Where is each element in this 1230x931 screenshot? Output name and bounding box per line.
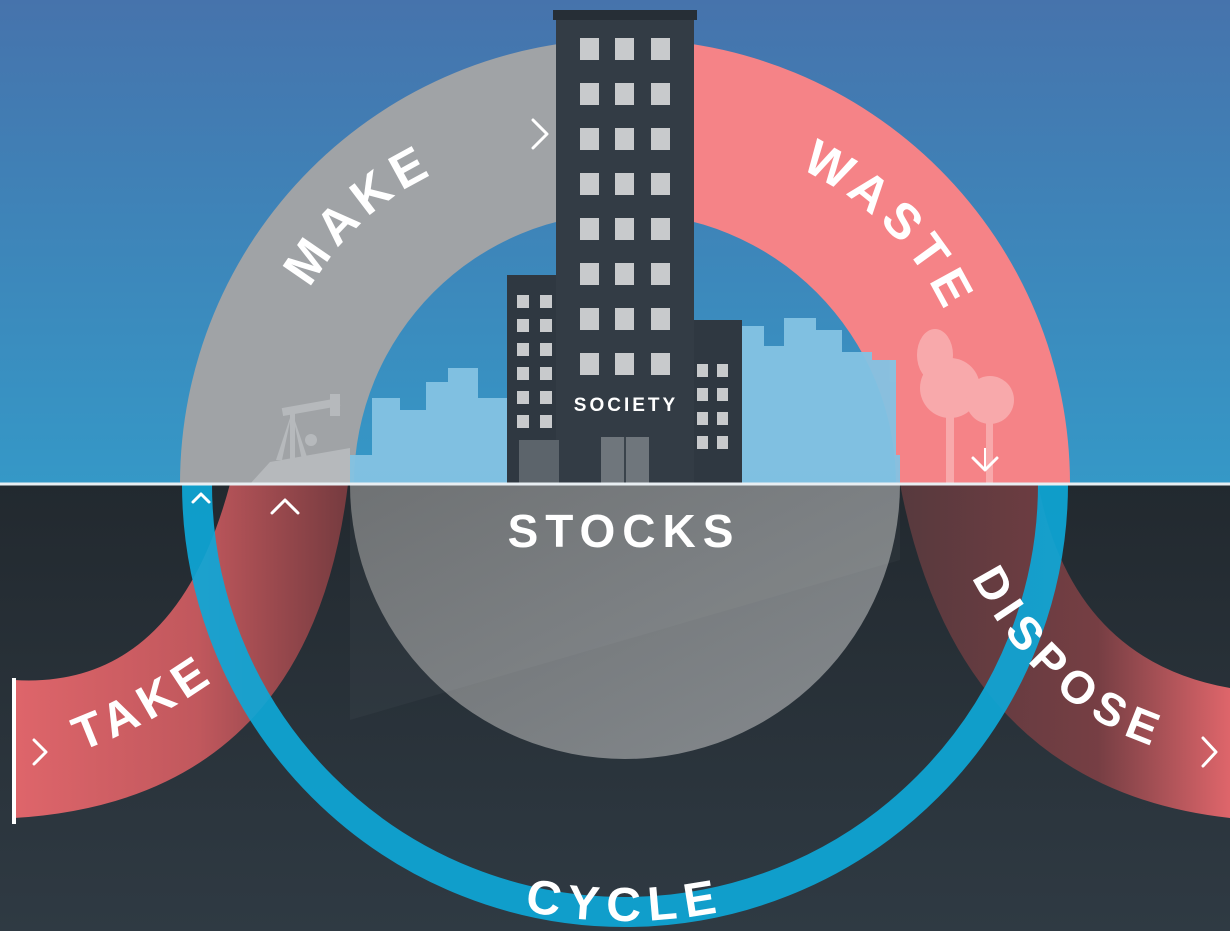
building-window: [697, 364, 708, 377]
building-window: [697, 388, 708, 401]
building-window: [517, 391, 529, 404]
building-window: [540, 343, 552, 356]
building-window: [717, 364, 728, 377]
cycle-up-arrow-icon: [191, 492, 211, 504]
take-in-arrow-icon: [32, 738, 48, 766]
building-window: [540, 319, 552, 332]
stocks-area: [350, 484, 900, 759]
building-window: [615, 263, 634, 285]
stocks-label: STOCKS: [508, 505, 741, 557]
building-window: [580, 353, 599, 375]
building-window: [717, 436, 728, 449]
pump-jack-icon: [250, 394, 350, 483]
building-window: [580, 83, 599, 105]
building-window: [651, 173, 670, 195]
building-window: [697, 412, 708, 425]
building-window: [580, 38, 599, 60]
take-start-bar: [12, 678, 16, 824]
building-window: [615, 353, 634, 375]
building-window: [615, 308, 634, 330]
building-window: [517, 415, 529, 428]
building-window: [615, 38, 634, 60]
make-arc: [180, 39, 625, 483]
building-window: [697, 436, 708, 449]
building-window: [615, 128, 634, 150]
building-window: [580, 173, 599, 195]
building-window: [651, 218, 670, 240]
building-window: [615, 218, 634, 240]
building-window: [615, 83, 634, 105]
building-window: [517, 295, 529, 308]
building-window: [651, 38, 670, 60]
society-label: SOCIETY: [574, 395, 678, 416]
building-window: [651, 308, 670, 330]
building-window: [651, 128, 670, 150]
building-window: [717, 412, 728, 425]
building-window: [517, 367, 529, 380]
building-window: [540, 295, 552, 308]
building-window: [651, 353, 670, 375]
building-window: [651, 263, 670, 285]
building-window: [580, 218, 599, 240]
building-doors: [519, 437, 649, 483]
make-arrow-icon: [531, 118, 549, 150]
building-window: [540, 415, 552, 428]
building-window: [615, 173, 634, 195]
building-window: [580, 128, 599, 150]
trees-icon: [917, 329, 1014, 483]
building-window: [540, 367, 552, 380]
take-up-arrow-icon: [270, 498, 300, 515]
dispose-out-arrow-icon: [1201, 736, 1218, 768]
dispose-flow: [900, 484, 1230, 818]
building-window: [517, 319, 529, 332]
building-windows: [517, 38, 728, 449]
building-window: [651, 83, 670, 105]
cycle-ring: [182, 484, 1068, 927]
building-window: [517, 343, 529, 356]
building-window: [580, 263, 599, 285]
take-flow: [14, 484, 348, 818]
building-window: [580, 308, 599, 330]
building-window: [540, 391, 552, 404]
building-window: [717, 388, 728, 401]
